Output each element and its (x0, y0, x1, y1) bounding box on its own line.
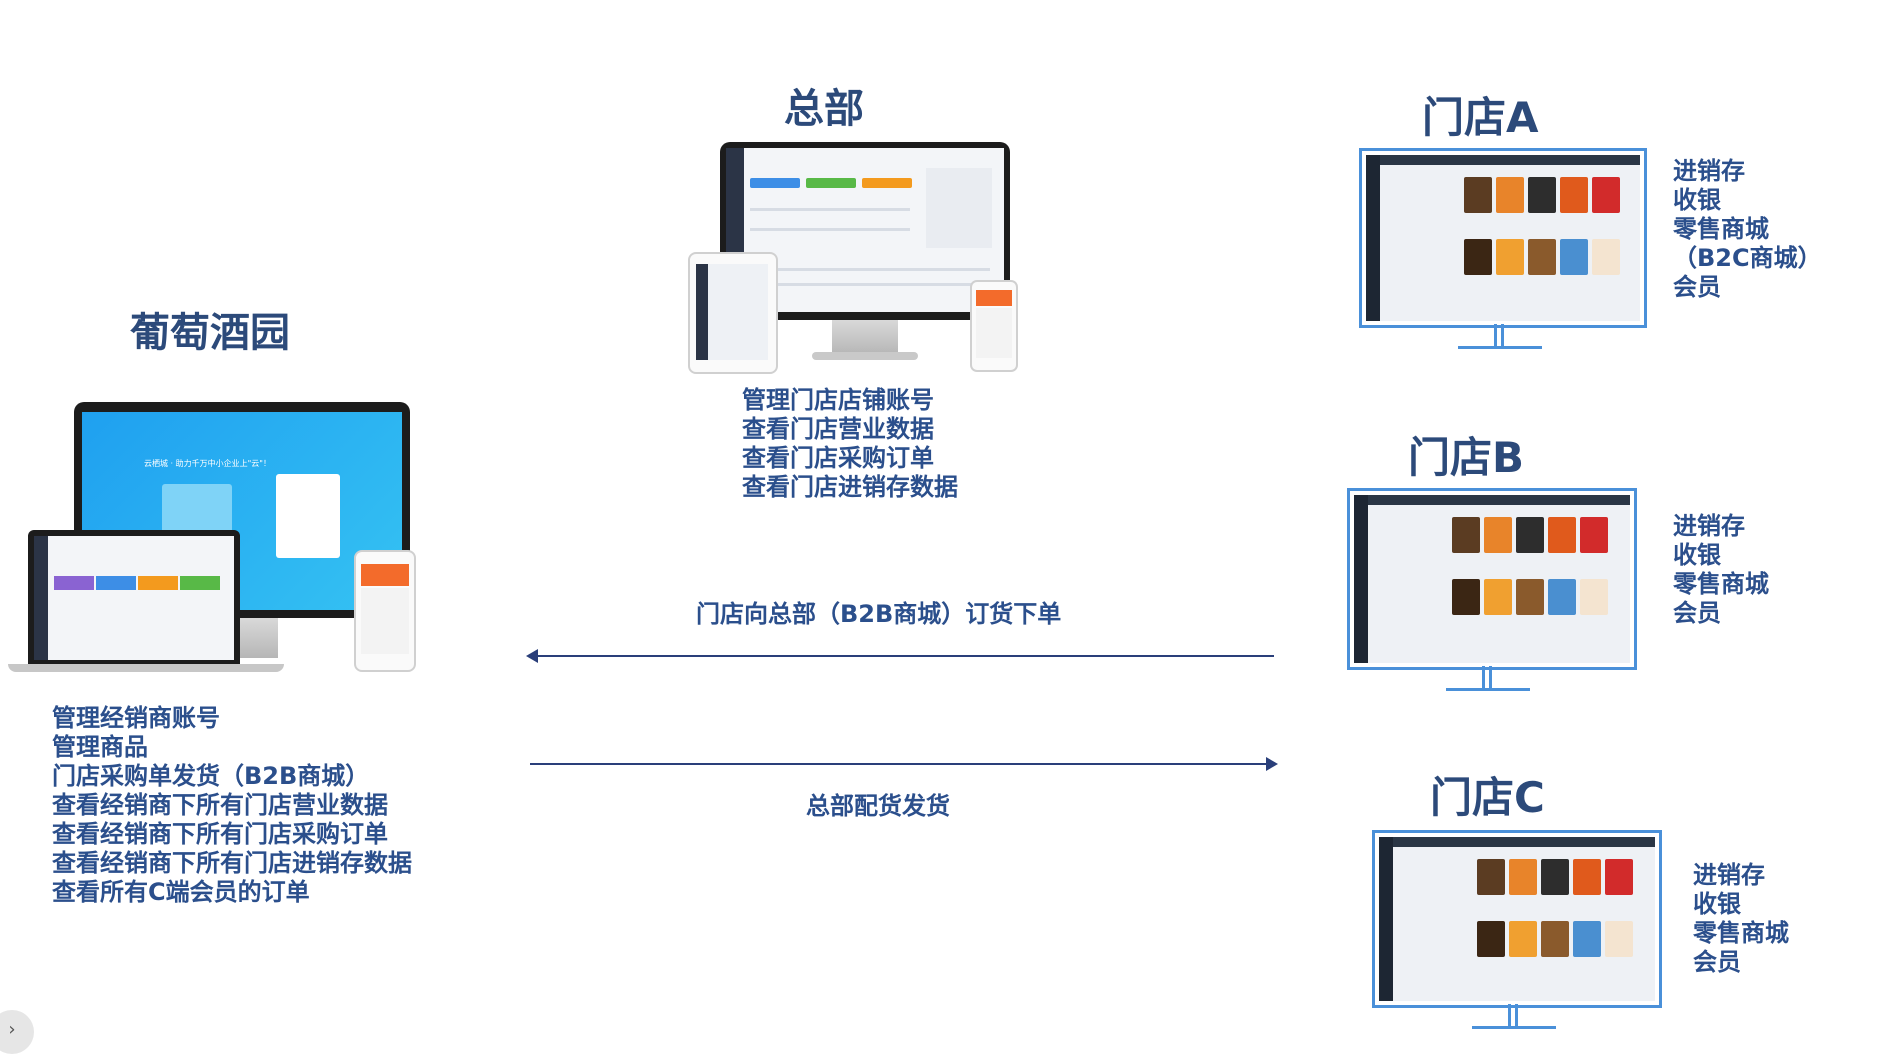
hq-to-store-arrow (530, 757, 1278, 771)
winery-feature: 管理经销商账号 (52, 704, 220, 732)
hq-to-store-label: 总部配货发货 (806, 792, 950, 820)
store-c-monitor-stand (1508, 1004, 1518, 1026)
hq-phone (970, 280, 1018, 372)
winery-monitor-banner: 云栖城 · 助力千万中小企业上"云"！ (144, 459, 271, 468)
store-a-feature: 进销存 (1673, 157, 1745, 185)
store-a-title: 门店A (1422, 93, 1539, 142)
store-a-feature: （B2C商城） (1673, 244, 1822, 272)
hq-monitor (720, 142, 1010, 320)
store-c-feature: 进销存 (1693, 861, 1765, 889)
winery-devices-image: 云栖城 · 助力千万中小企业上"云"！ (8, 400, 418, 676)
store-b-feature: 收银 (1673, 541, 1721, 569)
winery-phone (354, 550, 416, 672)
store-a-feature: 收银 (1673, 186, 1721, 214)
winery-feature: 门店采购单发货（B2B商城） (52, 762, 370, 790)
store-a-monitor (1359, 148, 1647, 328)
store-c-monitor (1372, 830, 1662, 1008)
winery-feature: 查看经销商下所有门店进销存数据 (52, 849, 412, 877)
headquarters-feature: 管理门店店铺账号 (742, 386, 934, 414)
headquarters-feature-list: 管理门店店铺账号 查看门店营业数据 查看门店采购订单 查看门店进销存数据 (742, 386, 958, 502)
store-a-monitor-stand (1494, 324, 1504, 346)
headquarters-feature: 查看门店营业数据 (742, 415, 934, 443)
store-c-title: 门店C (1430, 773, 1545, 822)
store-b-feature: 零售商城 (1673, 570, 1769, 598)
headquarters-title: 总部 (784, 86, 864, 132)
winery-title: 葡萄酒园 (130, 310, 290, 356)
store-a-feature: 会员 (1673, 273, 1721, 301)
winery-feature-list: 管理经销商账号 管理商品 门店采购单发货（B2B商城） 查看经销商下所有门店营业… (52, 704, 412, 907)
store-b-monitor (1347, 488, 1637, 670)
headquarters-devices-image (688, 140, 1020, 374)
store-a-feature: 零售商城 (1673, 215, 1769, 243)
store-b-monitor-stand (1482, 666, 1492, 688)
winery-feature: 管理商品 (52, 733, 148, 761)
store-a-feature-list: 进销存 收银 零售商城 （B2C商城） 会员 (1673, 157, 1822, 302)
winery-feature: 查看经销商下所有门店采购订单 (52, 820, 388, 848)
store-b-feature: 会员 (1673, 599, 1721, 627)
headquarters-feature: 查看门店进销存数据 (742, 473, 958, 501)
winery-laptop (28, 530, 240, 664)
store-c-feature: 会员 (1693, 948, 1741, 976)
store-to-hq-arrow (526, 649, 1274, 663)
store-c-feature-list: 进销存 收银 零售商城 会员 (1693, 861, 1789, 977)
winery-feature: 查看经销商下所有门店营业数据 (52, 791, 388, 819)
store-c-feature: 零售商城 (1693, 919, 1789, 947)
chevron-right-icon[interactable]: › (0, 1010, 34, 1054)
hq-tablet (688, 252, 778, 374)
headquarters-feature: 查看门店采购订单 (742, 444, 934, 472)
store-b-feature-list: 进销存 收银 零售商城 会员 (1673, 512, 1769, 628)
store-to-hq-label: 门店向总部（B2B商城）订货下单 (696, 600, 1062, 628)
store-b-feature: 进销存 (1673, 512, 1745, 540)
store-b-title: 门店B (1408, 433, 1525, 482)
winery-feature: 查看所有C端会员的订单 (52, 878, 310, 906)
store-c-feature: 收银 (1693, 890, 1741, 918)
